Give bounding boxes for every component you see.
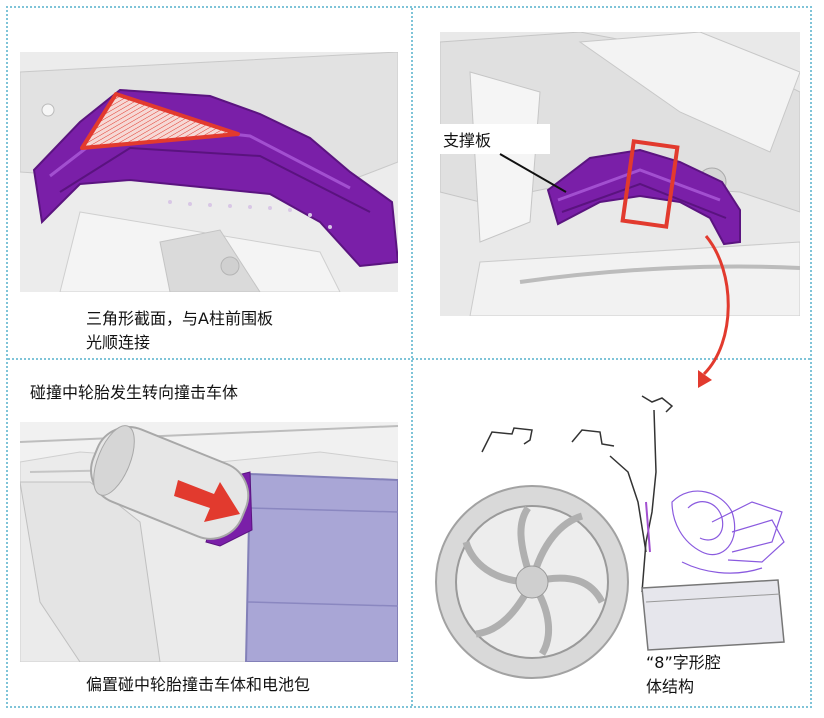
triangle-section-illustration <box>20 52 398 292</box>
cavity-wireframe <box>671 490 785 574</box>
caption-triangle-line1: 三角形截面，与A柱前围板 <box>86 309 273 328</box>
battery-outline <box>641 579 785 651</box>
tire-impact-illustration <box>20 422 398 662</box>
caption-tire-steering: 碰撞中轮胎发生转向撞击车体 <box>30 383 239 402</box>
panel-bottom-left <box>20 422 398 662</box>
caption-figure-eight-line1: “8”字形腔 <box>646 653 721 672</box>
caption-triangle-line2: 光顺连接 <box>86 333 151 352</box>
panel-top-left <box>20 52 398 292</box>
label-support-plate: 支撑板 <box>443 131 492 150</box>
battery-pack <box>244 472 398 662</box>
support-plate-illustration <box>440 32 800 316</box>
caption-offset-impact: 偏置碰中轮胎撞击车体和电池包 <box>86 675 311 694</box>
vertical-divider <box>411 8 413 706</box>
horizontal-divider <box>8 358 810 360</box>
arrow-head-icon <box>698 370 712 388</box>
purple-support-plate <box>546 148 741 246</box>
red-highlight-box <box>620 139 680 229</box>
red-triangle-section <box>80 92 240 150</box>
panel-top-right <box>440 32 800 316</box>
label-leader-line <box>499 153 567 193</box>
wheel <box>435 485 629 679</box>
figure-eight-cavity-illustration <box>432 392 802 692</box>
red-curved-arrow <box>698 235 730 388</box>
panel-bottom-right <box>432 392 802 692</box>
caption-figure-eight-line2: 体结构 <box>646 677 695 696</box>
figure-frame <box>6 6 812 708</box>
impact-arrow-icon <box>174 480 240 522</box>
